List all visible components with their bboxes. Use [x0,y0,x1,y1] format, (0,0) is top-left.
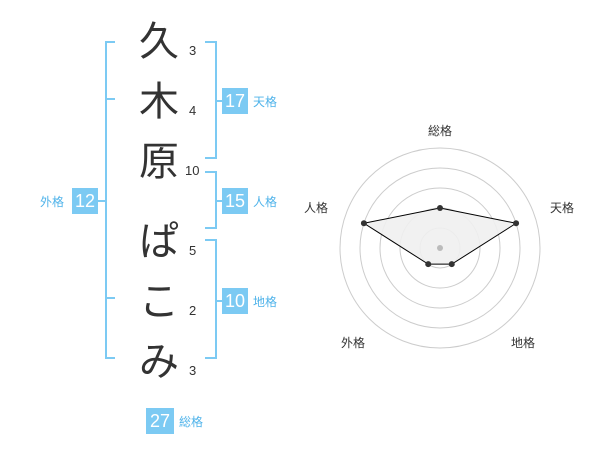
stroke-count-6: 3 [189,363,197,378]
radar-label-gaikaku: 外格 [340,336,365,350]
radar-center-dot [437,245,443,251]
gaikaku-bracket-tick [105,297,115,299]
radar-grid-ring [379,187,501,309]
radar-point-1 [437,205,443,211]
stroke-count-4: 5 [189,243,197,258]
chikaku-bracket-tick [205,239,216,241]
tenkaku-value-badge: 17 [222,88,248,114]
radar-grid-ring [339,147,541,349]
chikaku-bracket-tick [205,357,216,359]
gaikaku-value-badge: 12 [72,188,98,214]
stroke-count-2: 4 [189,103,197,118]
name-character-4: ぱ [139,219,179,265]
gaikaku-bracket-tick [105,41,115,43]
gaikaku-label: 外格 [40,195,65,209]
stroke-count-3: 10 [185,163,200,178]
jinkaku-label: 人格 [253,195,278,209]
name-character-2: 木 [139,79,179,125]
radar-label-soukaku: 総格 [427,124,452,138]
chikaku-connector [216,300,224,302]
radar-label-tenkaku: 天格 [549,201,574,215]
tenkaku-connector [216,100,224,102]
gaikaku-bracket-tick [105,357,115,359]
stroke-count-1: 3 [189,43,197,58]
stroke-count-5: 2 [189,303,197,318]
chikaku-bracket-vertical [215,239,217,359]
jinkaku-bracket-tick [205,171,216,173]
gaikaku-bracket-tick [105,98,115,100]
name-character-5: こ [139,279,179,325]
chikaku-value-badge: 10 [222,288,248,314]
chikaku-label: 地格 [253,295,278,309]
radar-point-2 [513,220,520,227]
tenkaku-bracket-tick [205,157,216,159]
radar-point-4 [425,261,432,268]
jinkaku-value-badge: 15 [222,188,248,214]
radar-series-polygon [362,207,518,265]
jinkaku-bracket-tick [205,227,216,229]
name-character-6: み [139,339,179,385]
radar-grid-ring [359,167,521,329]
radar-point-3 [448,261,455,268]
tenkaku-bracket-tick [205,41,216,43]
soukaku-value-badge: 27 [146,408,174,434]
gaikaku-bracket-vertical [105,41,107,359]
name-character-3: 原 [139,139,179,185]
radar-point-5 [360,220,367,227]
jinkaku-connector [216,200,224,202]
name-character-1: 久 [139,19,179,65]
gaikaku-connector [98,200,106,202]
radar-label-chikaku: 地格 [510,336,535,350]
tenkaku-label: 天格 [253,95,278,109]
radar-chart [339,147,541,349]
radar-label-jinkaku: 人格 [303,201,328,215]
soukaku-label: 総格 [179,415,204,429]
